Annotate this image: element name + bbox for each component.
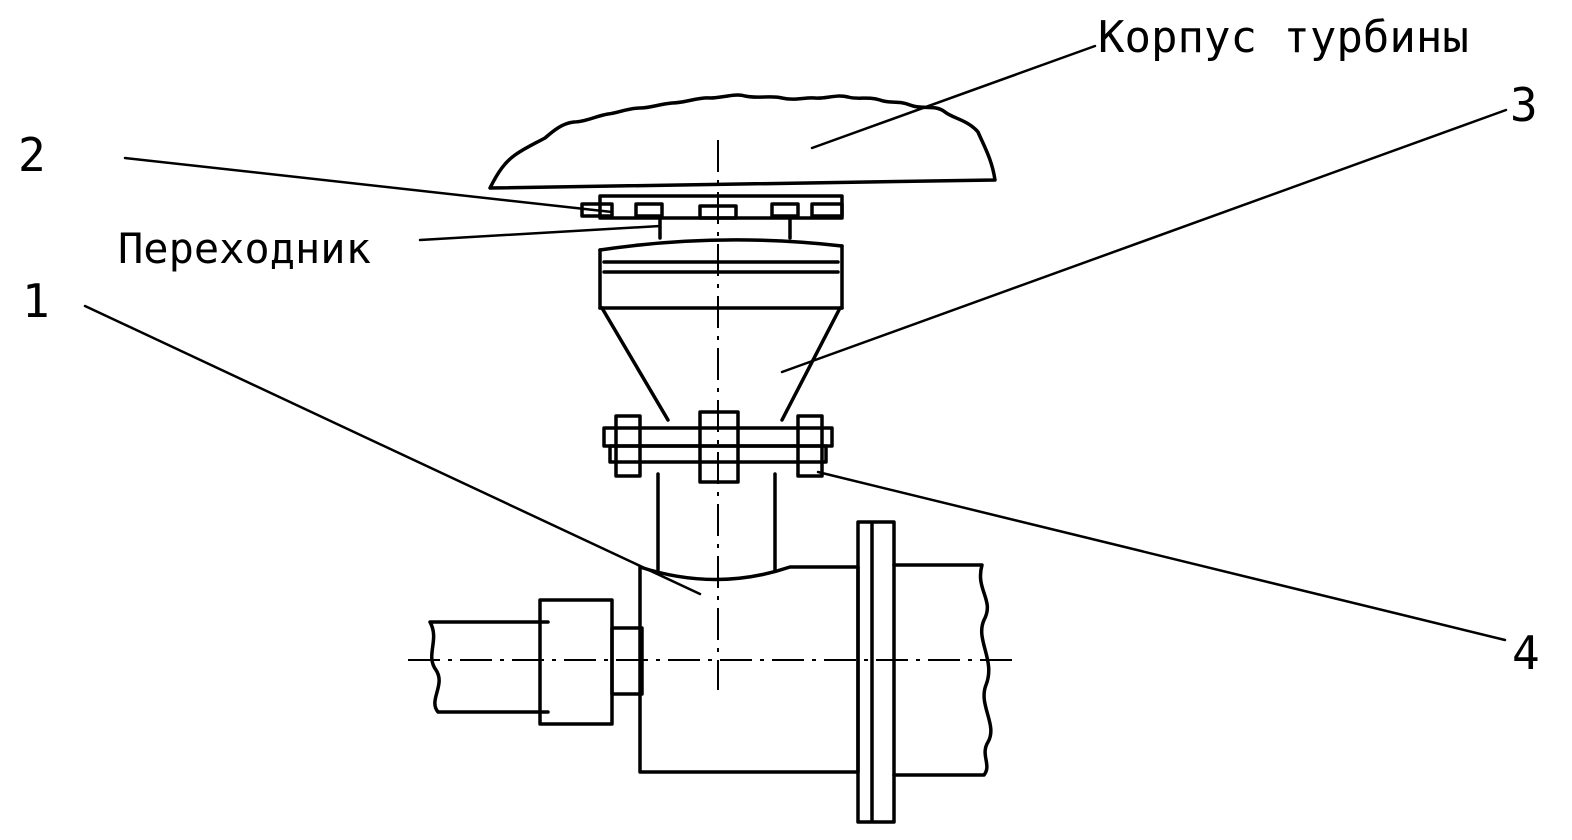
part-3-label: 3 [1510, 78, 1538, 132]
leader-turbine-casing [810, 44, 1097, 150]
leader-4 [816, 470, 1507, 642]
left-pipe [428, 598, 644, 726]
adapter-label: Переходник [118, 224, 371, 273]
leader-adapter [418, 224, 662, 242]
adapter-plate [580, 194, 844, 240]
turbine-casing-label: Корпус турбины [1098, 12, 1469, 63]
leader-1 [83, 304, 702, 596]
centerlines [408, 140, 1020, 690]
leader-3 [780, 108, 1508, 374]
part-1-label: 1 [22, 274, 50, 328]
upper-flange [598, 238, 844, 310]
part-4-label: 4 [1512, 626, 1540, 680]
pipe-stem [656, 472, 777, 572]
part-2-label: 2 [18, 128, 46, 182]
tee-body [638, 565, 860, 774]
cone-adapter [600, 306, 842, 422]
right-flange [856, 520, 993, 824]
leader-2 [123, 156, 614, 214]
